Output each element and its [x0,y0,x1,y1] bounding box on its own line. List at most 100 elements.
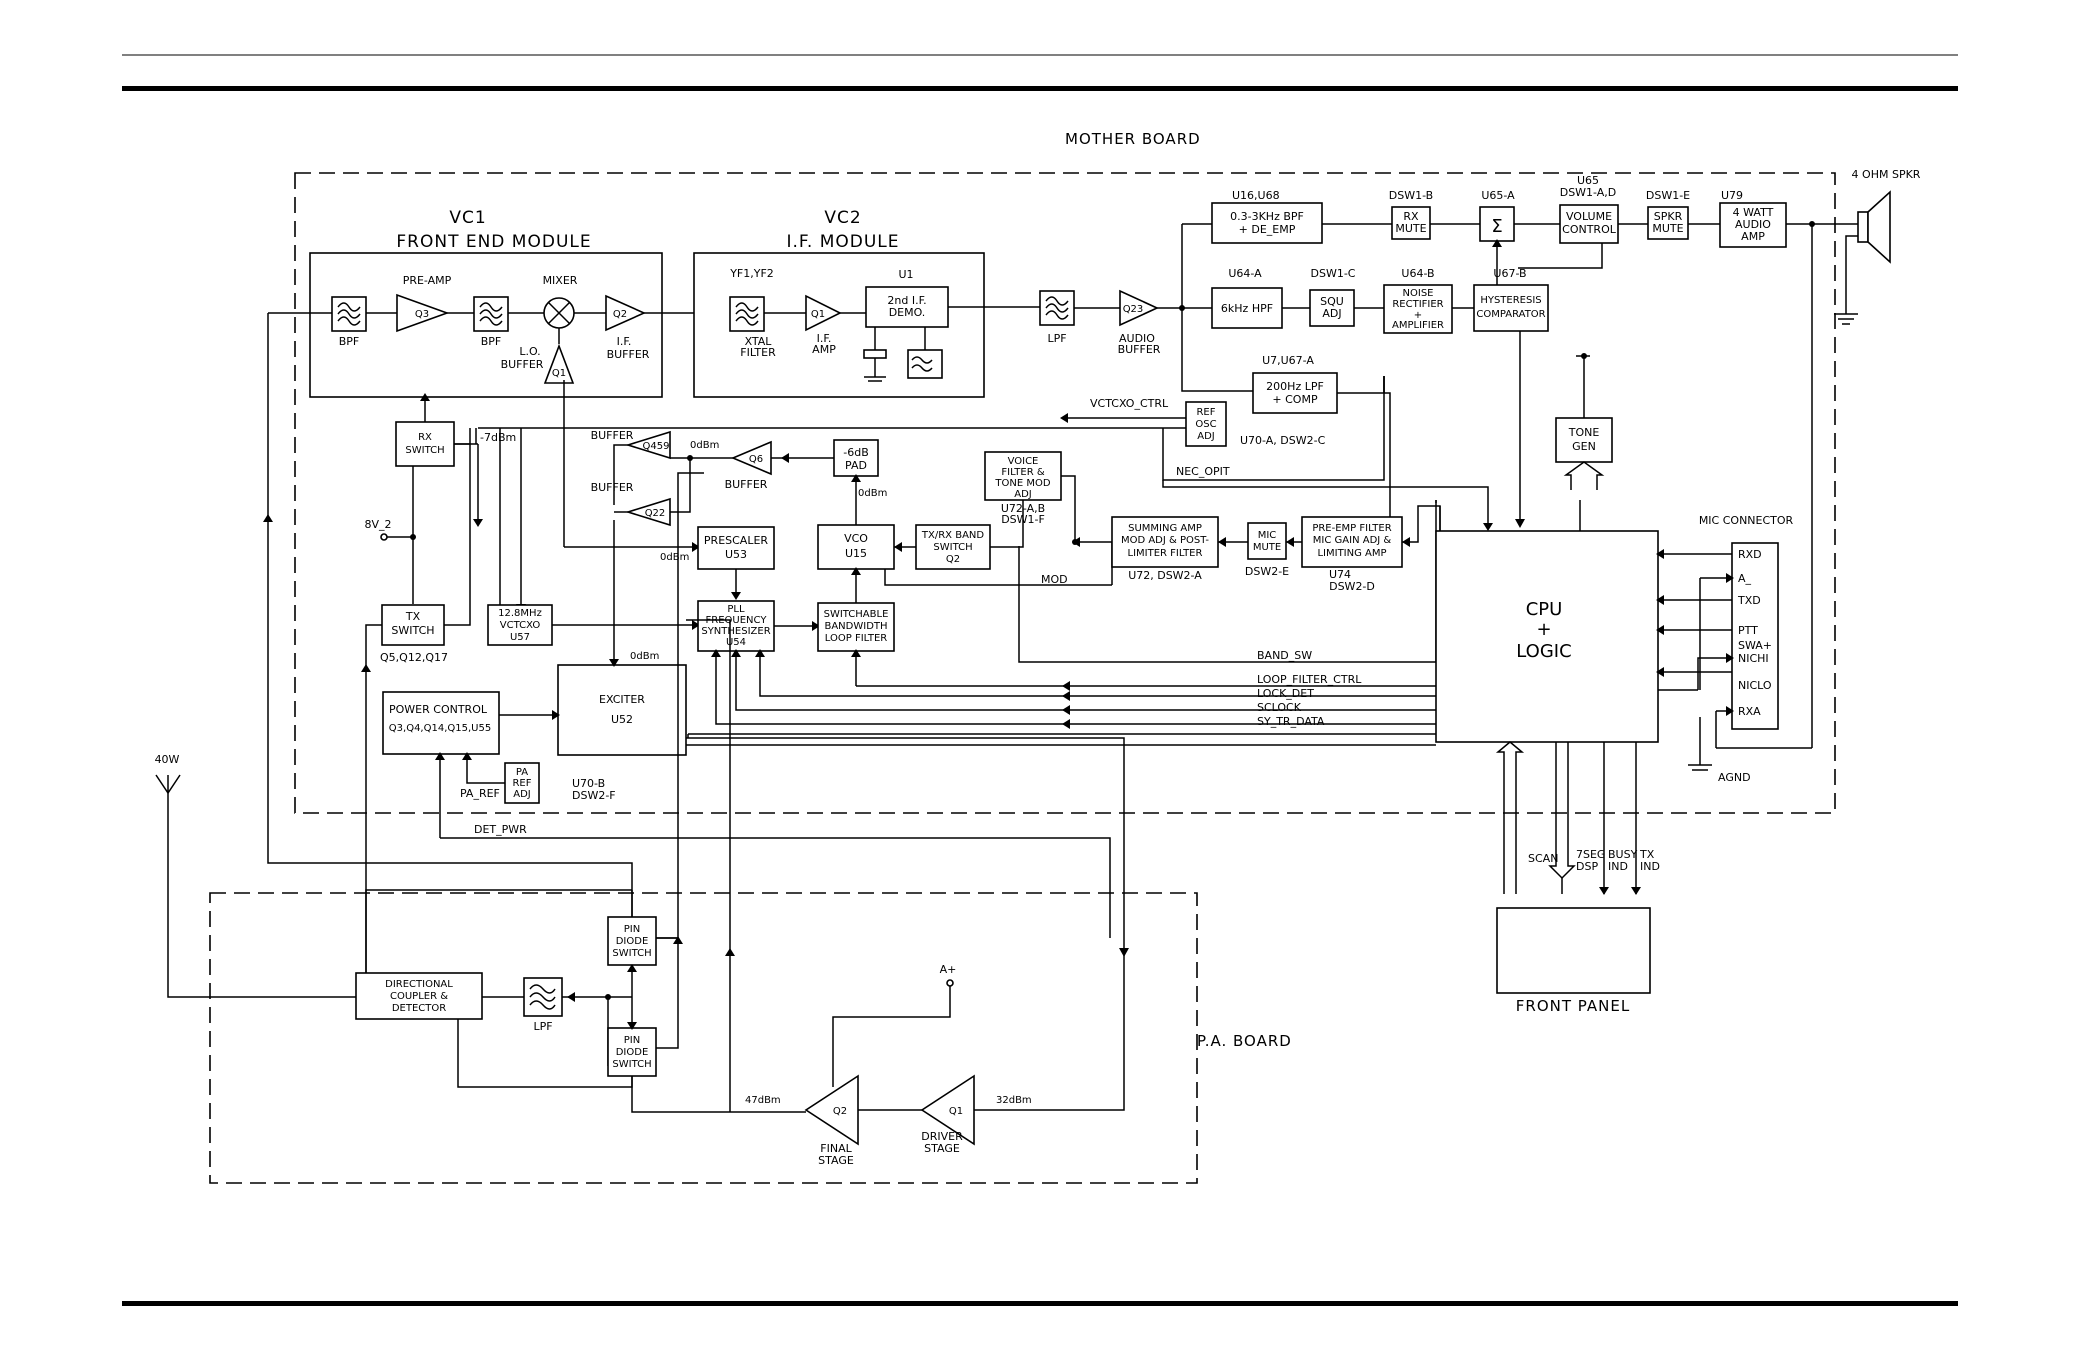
mother-board-outline [294,172,1836,814]
busy-label: BUSY [1608,848,1638,861]
tx-ind-label: TX [1639,848,1655,861]
mic-mute-ref: DSW2-E [1245,565,1289,578]
pin-b-label: PIN [624,1035,640,1046]
mic-pin-label: TXD [1737,594,1761,607]
mic-pin-label: SWA+ [1738,639,1772,652]
txrx-band-switch-box [915,524,991,570]
xtal-ref: YF1,YF2 [729,267,774,280]
demod-label: 2nd I.F. [887,294,926,307]
exciter-label: EXCITER [599,693,645,706]
if-buffer-triangle [605,294,646,332]
db47-label: 47dBm [745,1095,781,1106]
hpf-box [1211,287,1283,329]
pll-box [697,600,775,652]
noise-rect-label: NOISE [1403,288,1434,299]
preamp-label: PRE-AMP [403,274,452,287]
noise-rect-box [1383,284,1453,334]
vctcxo-label3: U57 [510,632,530,643]
band-sw-label: BAND_SW [1257,649,1312,662]
audio-amp-box [1719,202,1787,248]
squ-label2: ADJ [1322,307,1341,320]
noise-rect-label4: AMPLIFIER [1392,320,1444,331]
prescaler-label: PRESCALER [704,534,768,547]
final-stage-label2: STAGE [818,1154,854,1167]
directional-coupler-label: DIRECTIONAL [385,979,453,990]
voice-filter-label3: TONE MOD [994,478,1050,489]
cpu-label: CPU [1526,599,1563,620]
pre-emp-label: PRE-EMP FILTER [1312,523,1391,534]
rx-mute-label: RX [1403,210,1419,223]
mod-label: MOD [1041,573,1068,586]
ref-osc-ref: U70-A, DSW2-C [1240,434,1326,447]
sclock-label: SCLOCK [1257,701,1302,714]
bpf-audio-label: 0.3-3KHz BPF [1230,210,1304,223]
pre-emp-ref: U74 [1329,568,1351,581]
rx-mute-ref: DSW1-B [1389,189,1433,202]
spkr-mute-label: SPKR [1654,210,1683,223]
hyst-label2: COMPARATOR [1476,309,1545,320]
rx-mute-label2: MUTE [1395,222,1426,235]
pad-label: -6dB [843,446,869,459]
lock-det-label: LOCK_DET [1257,687,1314,700]
mic-connector-box [1731,542,1779,730]
power-control-box [382,691,500,755]
a-plus-label: A+ [940,963,957,976]
preamp-triangle [396,293,450,333]
xtal-label: XTAL [745,335,773,348]
pa-ref-ref2: DSW2-F [572,789,616,802]
mic-pin-label: RXD [1738,548,1762,561]
mic-mute-label2: MUTE [1253,542,1281,553]
if-buffer-ref: Q2 [613,309,627,320]
tx-ind-label2: IND [1640,860,1660,873]
bottom-thick-rule [122,1301,1958,1306]
speaker-icon [1857,211,1869,243]
q459-triangle [625,430,671,460]
loop-filter-label3: LOOP FILTER [825,633,887,644]
spkr-mute-box [1647,206,1689,240]
if-amp-label2: AMP [812,343,836,356]
lo-label: L.O. [519,345,540,358]
audio-buffer-label2: BUFFER [1118,343,1161,356]
tone-gen-label: TONE [1568,426,1600,439]
seg-label2: DSP [1576,860,1598,873]
exciter-box [557,664,687,756]
lpf200-label2: + COMP [1272,393,1318,406]
busy-label2: IND [1608,860,1628,873]
front-panel-box [1496,907,1651,994]
power-control-label: POWER CONTROL [389,703,488,716]
lpf-rx-label: LPF [1047,332,1066,345]
hyst-label: HYSTERESIS [1480,295,1541,306]
volume-label: VOLUME [1566,210,1612,223]
db0-c-label: 0dBm [660,552,689,563]
buffer-mid-label: BUFFER [591,481,634,494]
volume-label2: CONTROL [1562,223,1617,236]
bpf-audio-box [1211,202,1323,244]
mic-mute-label: MIC [1258,530,1277,541]
pa-ref-ref: U70-B [572,777,605,790]
loop-filter-label: SWITCHABLE [824,609,889,620]
front-panel-label: FRONT PANEL [1516,997,1630,1015]
db0-d-label: 0dBm [630,651,659,662]
pin-a-label2: DIODE [616,936,649,947]
vc1-title: VC1 [449,208,486,228]
sy-tr-data-label: SY_TR_DATA [1257,715,1325,728]
det-pwr-label: DET_PWR [474,823,527,836]
pin-a-label3: SWITCH [612,948,651,959]
volume-ref: U65 [1577,174,1599,187]
audio-buffer-ref: Q23 [1123,304,1144,315]
rx-switch-box [395,421,455,467]
vctcxo-ctrl-label: VCTCXO_CTRL [1090,397,1169,410]
lo-buffer-triangle [543,343,575,384]
vco-label2: U15 [845,547,867,560]
agnd-label: AGND [1718,771,1751,784]
demod-ref: U1 [898,268,913,281]
pll-label3: SYNTHESIZER [701,626,770,637]
m7dbm-label: -7dBm [480,431,516,444]
summer-box [1479,206,1515,242]
tone-gen-bus-arrow [1563,461,1605,490]
ref-osc-box [1185,401,1227,447]
rx-mute-box [1391,206,1431,240]
q459-label: Q459 [643,441,670,452]
